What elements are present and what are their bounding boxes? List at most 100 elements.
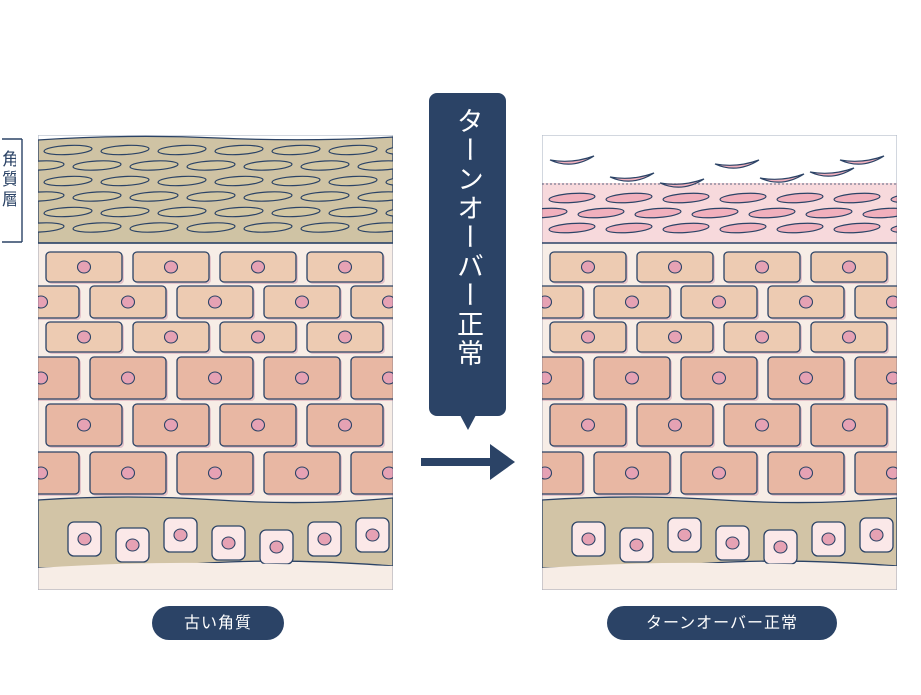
- cell-nucleus: [580, 418, 596, 432]
- cell-nucleus: [250, 418, 266, 432]
- keratin-scale: [548, 192, 596, 204]
- cell-nucleus: [821, 532, 836, 546]
- keratin-scale: [691, 207, 739, 219]
- keratin-scale: [271, 144, 321, 156]
- keratin-scale: [833, 222, 881, 234]
- cell-nucleus: [163, 260, 179, 274]
- keratin-scale: [129, 191, 179, 202]
- cell-shadow: [0, 406, 37, 448]
- keratin-scale: [357, 222, 393, 233]
- shedding-flake: [714, 159, 760, 169]
- cell-nucleus: [38, 466, 49, 480]
- shedding-flake: [839, 155, 885, 165]
- keratin-scale: [72, 222, 122, 233]
- cell-nucleus: [207, 466, 223, 480]
- keratin-scale: [385, 206, 393, 218]
- cell-nucleus: [250, 330, 266, 344]
- shedding-flake: [809, 167, 855, 177]
- cell-nucleus: [294, 466, 310, 480]
- shedding-flake: [609, 172, 655, 182]
- skin-cell: [854, 451, 897, 495]
- cell-nucleus: [754, 330, 770, 344]
- skin-cell: [854, 285, 897, 319]
- cell-nucleus: [495, 419, 508, 431]
- shedding-flake: [759, 173, 805, 183]
- cell-nucleus: [0, 261, 4, 273]
- cell-nucleus: [337, 330, 353, 344]
- cell-nucleus: [624, 466, 640, 480]
- skin-cell: [38, 451, 80, 495]
- cell-nucleus: [77, 532, 92, 546]
- cell-nucleus: [38, 371, 49, 385]
- keratin-scale: [129, 222, 179, 233]
- skin-cell: [350, 356, 393, 400]
- dermis: [38, 562, 393, 590]
- keratin-scale: [38, 160, 65, 171]
- keratin-scale: [805, 207, 853, 219]
- skin-cell: [854, 356, 897, 400]
- cell-nucleus: [513, 419, 526, 431]
- cell-nucleus: [798, 295, 814, 309]
- keratin-scale: [271, 175, 321, 187]
- keratin-scale: [862, 207, 897, 219]
- cell-nucleus: [163, 418, 179, 432]
- keratin-scale: [43, 175, 93, 187]
- keratin-scale: [833, 192, 881, 204]
- keratin-scale: [719, 222, 767, 234]
- keratin-scale: [577, 207, 625, 219]
- cell-nucleus: [317, 532, 332, 546]
- cell-shadow: [0, 254, 37, 284]
- keratin-scale: [186, 222, 236, 233]
- cell-nucleus: [667, 418, 683, 432]
- keratin-scale: [385, 175, 393, 187]
- keratin-scale: [243, 222, 293, 233]
- cell-nucleus: [711, 466, 727, 480]
- cell-nucleus: [754, 260, 770, 274]
- cell-nucleus: [624, 295, 640, 309]
- keratin-scale: [243, 160, 293, 171]
- cell-nucleus: [513, 331, 526, 343]
- cell-nucleus: [120, 371, 136, 385]
- skin-cell: [542, 451, 584, 495]
- cell-nucleus: [624, 371, 640, 385]
- cell-nucleus: [0, 331, 4, 343]
- cell-nucleus: [841, 418, 857, 432]
- keratin-scale: [43, 206, 93, 218]
- normal-turnover-caption: ターンオーバー正常: [607, 606, 837, 640]
- cell-nucleus: [841, 330, 857, 344]
- keratin-scale: [100, 206, 150, 218]
- skin-cell: [898, 404, 921, 446]
- cell-nucleus: [76, 260, 92, 274]
- keratin-scale: [662, 222, 710, 234]
- cell-nucleus: [542, 371, 553, 385]
- cell-nucleus: [885, 466, 897, 480]
- keratin-scale: [634, 207, 682, 219]
- cell-nucleus: [885, 295, 897, 309]
- skin-cell: [0, 252, 35, 282]
- cell-nucleus: [337, 260, 353, 274]
- cell-nucleus: [580, 330, 596, 344]
- cell-nucleus: [470, 467, 483, 479]
- keratin-scale: [186, 191, 236, 202]
- cell-nucleus: [725, 536, 740, 550]
- cell-nucleus: [76, 330, 92, 344]
- callout-pointer: [460, 415, 476, 430]
- cell-shadow: [0, 324, 37, 354]
- keratin-scale: [662, 192, 710, 204]
- cell-nucleus: [581, 532, 596, 546]
- cell-nucleus: [38, 295, 49, 309]
- cell-nucleus: [207, 371, 223, 385]
- keratin-scale: [243, 191, 293, 202]
- cell-nucleus: [677, 528, 692, 542]
- cell-nucleus: [885, 371, 897, 385]
- stratum-corneum-label: 角質層: [0, 150, 16, 210]
- skin-cell: [898, 252, 921, 282]
- keratin-scale: [605, 222, 653, 234]
- cell-nucleus: [426, 419, 439, 431]
- keratin-scale: [719, 192, 767, 204]
- cell-nucleus: [629, 538, 644, 552]
- cell-nucleus: [667, 260, 683, 274]
- cell-nucleus: [381, 466, 393, 480]
- cell-nucleus: [250, 260, 266, 274]
- keratin-scale: [271, 206, 321, 218]
